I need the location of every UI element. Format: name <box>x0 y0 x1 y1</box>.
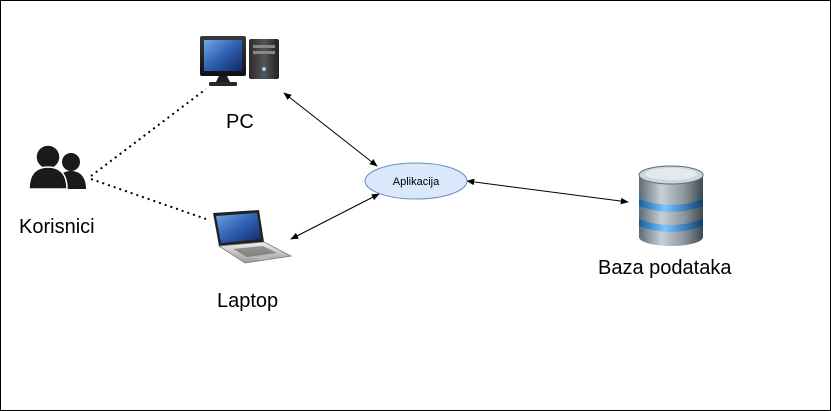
database-icon <box>638 165 704 246</box>
edge-laptop-app <box>290 193 380 240</box>
edge-users-pc <box>90 88 207 177</box>
app-node <box>364 162 468 200</box>
edge-users-laptop <box>90 178 207 220</box>
pc-label: PC <box>226 111 254 133</box>
app-label: Aplikacija <box>393 176 440 188</box>
db-label: Baza podataka <box>598 257 732 279</box>
edge-app-db <box>466 178 629 205</box>
laptop-icon <box>213 210 293 264</box>
users-icon <box>28 144 86 190</box>
edge-pc-app <box>283 92 378 167</box>
laptop-label: Laptop <box>217 290 279 312</box>
desktop-computer-icon <box>200 36 279 86</box>
users-label: Korisnici <box>19 216 95 238</box>
